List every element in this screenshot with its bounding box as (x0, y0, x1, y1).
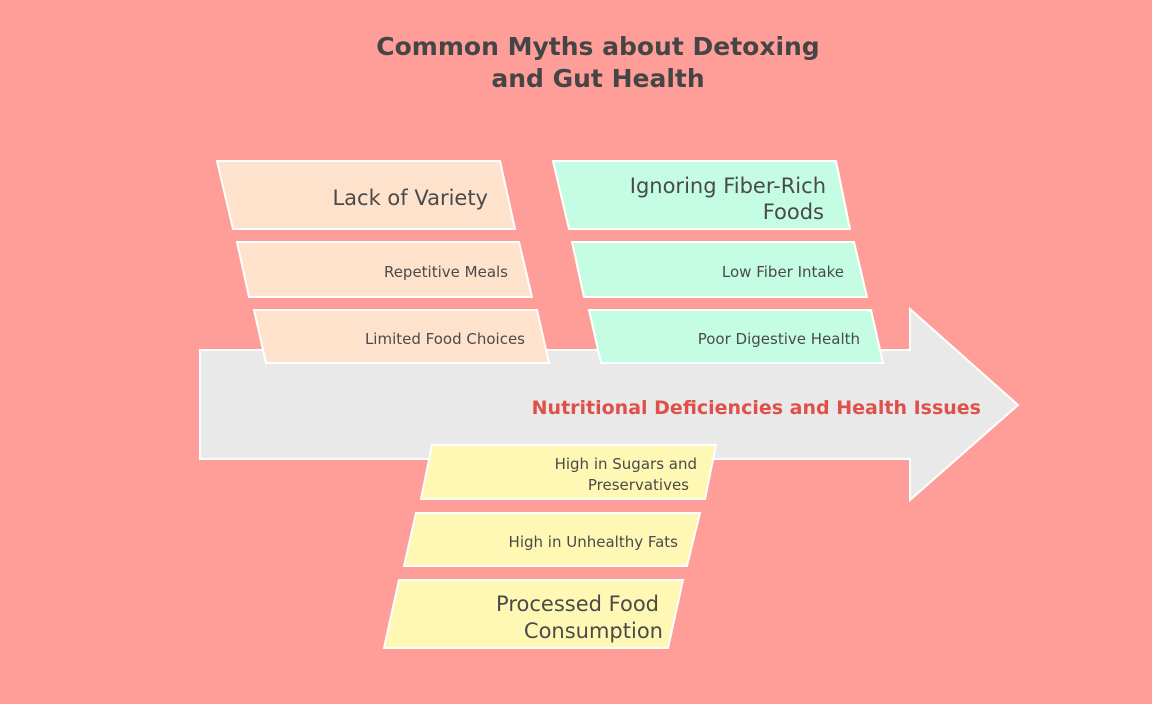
title-line-1: Common Myths about Detoxing (376, 32, 819, 61)
cause-box (252, 309, 551, 364)
cause-poor-digestive-health: Poor Digestive Health (587, 309, 885, 364)
cause-label: Repetitive Meals (384, 263, 508, 281)
effect-label: Nutritional Deficiencies and Health Issu… (532, 397, 981, 419)
category-box (382, 579, 685, 649)
category-lack-of-variety: Lack of Variety (215, 160, 517, 230)
category-label-line-1: Ignoring Fiber-Rich (630, 174, 826, 198)
cause-box (419, 444, 718, 500)
cause-box (570, 241, 869, 298)
cause-label: Limited Food Choices (365, 330, 525, 348)
cause-unhealthy-fats: High in Unhealthy Fats (402, 512, 702, 567)
cause-label-line-1: High in Sugars and (555, 455, 697, 473)
cause-low-fiber-intake: Low Fiber Intake (570, 241, 869, 298)
cause-box (402, 512, 702, 567)
category-processed-food: Processed Food Consumption (382, 579, 685, 649)
category-label-line-2: Foods (763, 200, 824, 224)
cause-label: High in Unhealthy Fats (509, 533, 679, 551)
category-ignoring-fiber: Ignoring Fiber-Rich Foods (551, 160, 852, 230)
cause-label-line-2: Preservatives (588, 476, 689, 494)
cause-repetitive-meals: Repetitive Meals (235, 241, 534, 298)
cause-label: Poor Digestive Health (698, 330, 860, 348)
cause-high-sugars: High in Sugars and Preservatives (419, 444, 718, 500)
cause-box (235, 241, 534, 298)
category-box (215, 160, 517, 230)
cause-box (587, 309, 885, 364)
cause-limited-food-choices: Limited Food Choices (252, 309, 551, 364)
category-label-line-1: Processed Food (496, 592, 659, 616)
category-label: Lack of Variety (332, 186, 488, 210)
cause-label: Low Fiber Intake (722, 263, 844, 281)
category-label-line-2: Consumption (524, 619, 663, 643)
title-line-2: and Gut Health (491, 64, 704, 93)
category-box (551, 160, 852, 230)
